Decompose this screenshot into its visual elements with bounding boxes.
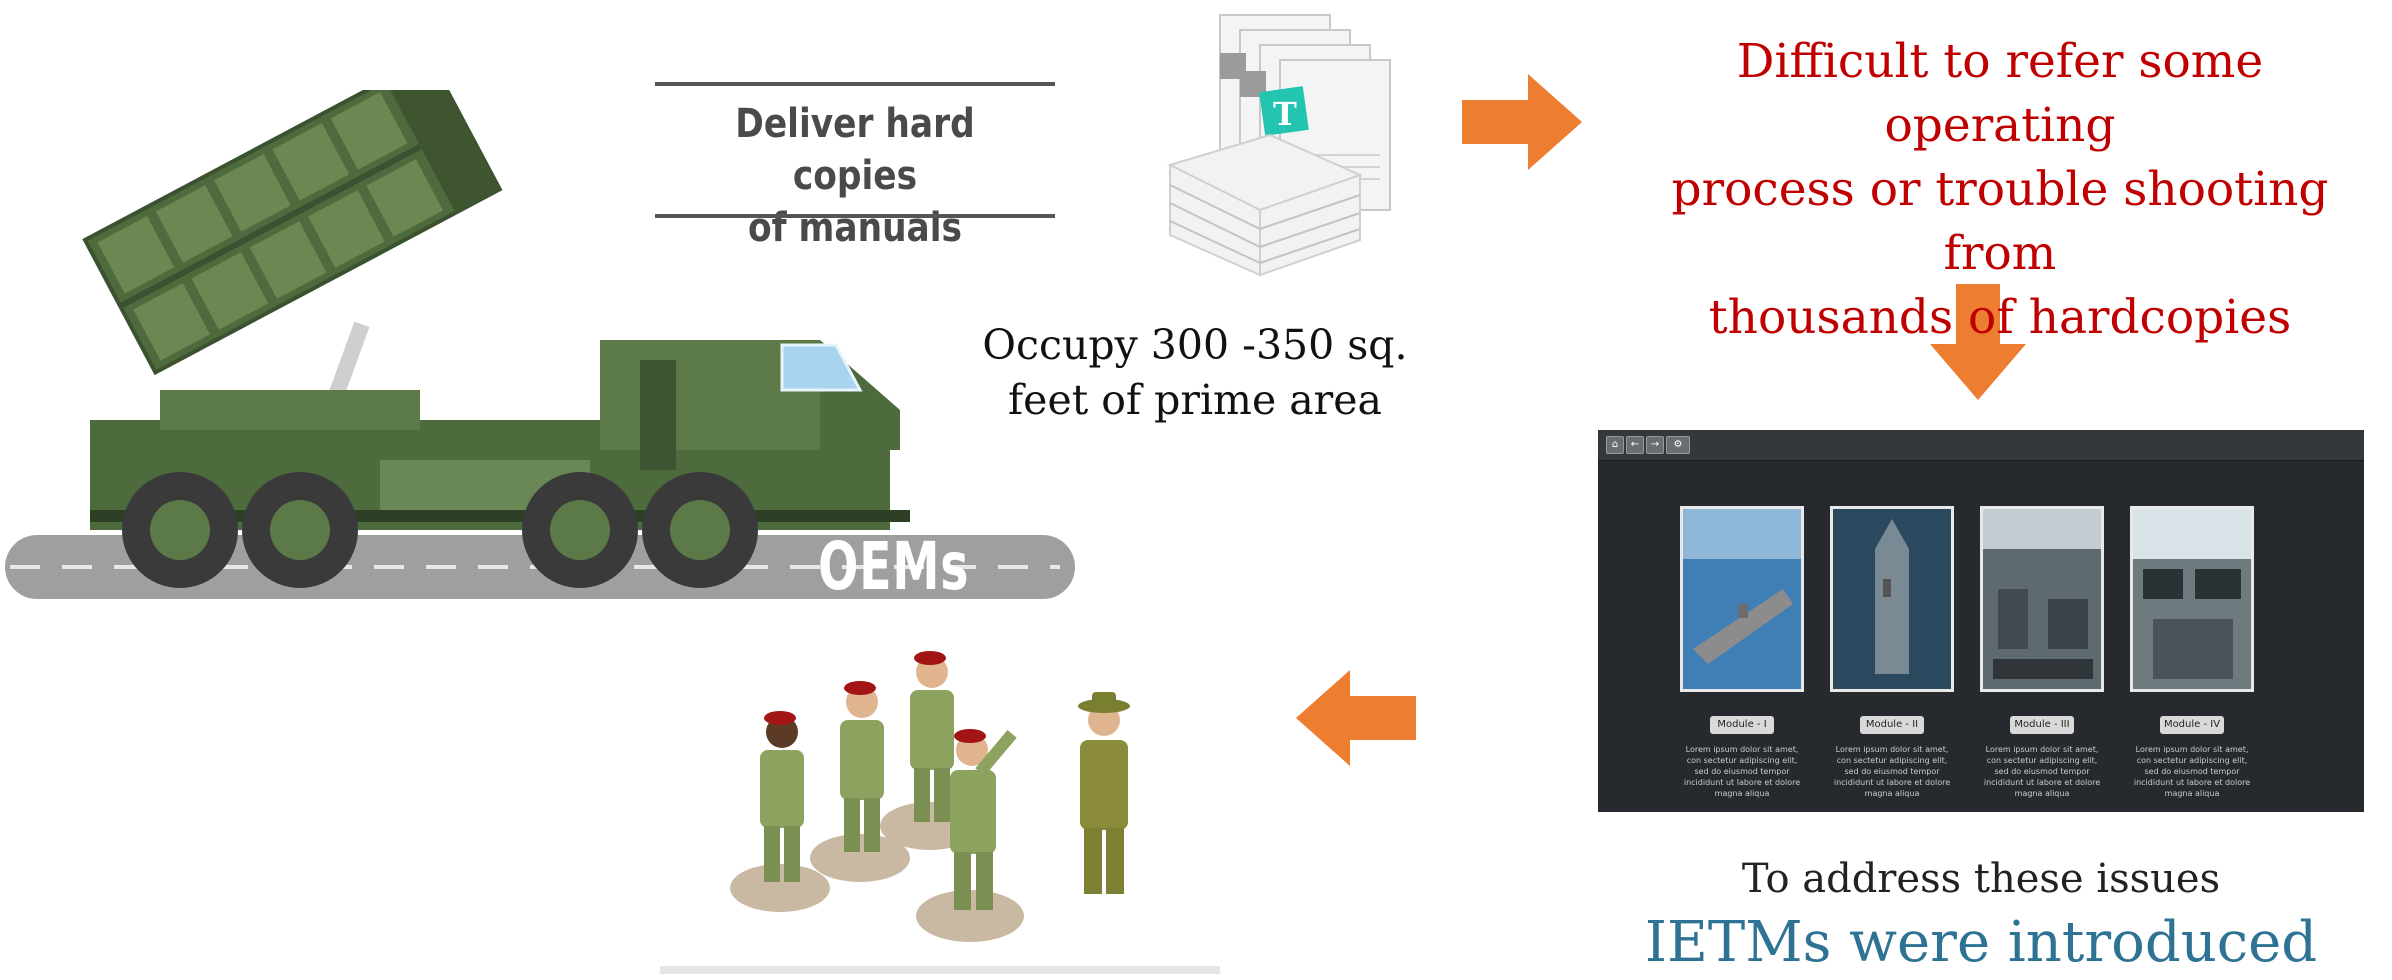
- forward-icon[interactable]: →: [1646, 436, 1664, 454]
- home-icon[interactable]: ⌂: [1606, 436, 1624, 454]
- ietm-toolbar: ⌂ ← → ⚙: [1598, 430, 2364, 461]
- deliver-text: Deliver hard copies of manuals: [683, 98, 1027, 254]
- module-description: Lorem ipsum dolor sit amet, con sectetur…: [1833, 745, 1951, 798]
- occupy-line-1: Occupy 300 -350 sq.: [982, 321, 1408, 369]
- module-card[interactable]: Module - II Lorem ipsum dolor sit amet, …: [1830, 506, 1954, 799]
- manual-letter: T: [1273, 95, 1297, 133]
- difficult-line-1: Difficult to refer some operating: [1736, 34, 2264, 153]
- module-button[interactable]: Module - III: [2010, 716, 2074, 734]
- soldiers-illustration: [660, 651, 1220, 974]
- difficult-line-2: process or trouble shooting from: [1671, 162, 2329, 281]
- module-button[interactable]: Module - I: [1710, 716, 1774, 734]
- manuals-stack-illustration: T: [1167, 14, 1391, 277]
- difficult-problem-text: Difficult to refer some operating proces…: [1620, 30, 2380, 350]
- module-card[interactable]: Module - I Lorem ipsum dolor sit amet, c…: [1680, 506, 1804, 799]
- address-issues-text: To address these issues: [1741, 856, 2221, 902]
- top-rule: [655, 82, 1055, 86]
- deliver-manuals-label: Deliver hard copies of manuals: [655, 82, 1055, 251]
- arrow-right-icon: [1462, 74, 1582, 170]
- arrow-left-icon: [1296, 670, 1416, 766]
- ietm-introduced-text: IETMs were introduced: [1644, 910, 2318, 975]
- oems-label: OEMs: [818, 528, 970, 605]
- deliver-line-2: of manuals: [747, 205, 963, 251]
- module-card[interactable]: Module - III Lorem ipsum dolor sit amet,…: [1980, 506, 2104, 799]
- module-description: Lorem ipsum dolor sit amet, con sectetur…: [1683, 745, 1801, 798]
- module-card[interactable]: Module - IV Lorem ipsum dolor sit amet, …: [2130, 506, 2254, 799]
- settings-icon[interactable]: ⚙: [1666, 436, 1690, 454]
- module-description: Lorem ipsum dolor sit amet, con sectetur…: [2133, 745, 2251, 798]
- bottom-rule: [655, 214, 1055, 218]
- module-button[interactable]: Module - II: [1860, 716, 1924, 734]
- module-button[interactable]: Module - IV: [2160, 716, 2224, 734]
- rocket-launcher-truck-illustration: [5, 90, 1075, 599]
- module-3-image[interactable]: [1980, 506, 2104, 692]
- difficult-line-3: thousands of hardcopies: [1708, 290, 2292, 345]
- deliver-line-1: Deliver hard copies: [735, 101, 975, 199]
- ietm-screen-preview: ⌂ ← → ⚙ Module - I Lorem ipsum dolor sit…: [1598, 430, 2364, 812]
- module-2-image[interactable]: [1830, 506, 1954, 692]
- module-description: Lorem ipsum dolor sit amet, con sectetur…: [1983, 745, 2101, 798]
- occupy-area-text: Occupy 300 -350 sq. feet of prime area: [930, 318, 1460, 428]
- module-1-image[interactable]: [1680, 506, 1804, 692]
- back-icon[interactable]: ←: [1626, 436, 1644, 454]
- module-4-image[interactable]: [2130, 506, 2254, 692]
- occupy-line-2: feet of prime area: [1008, 376, 1382, 424]
- wheels: [122, 472, 758, 588]
- arrow-down-icon: [1930, 284, 2026, 400]
